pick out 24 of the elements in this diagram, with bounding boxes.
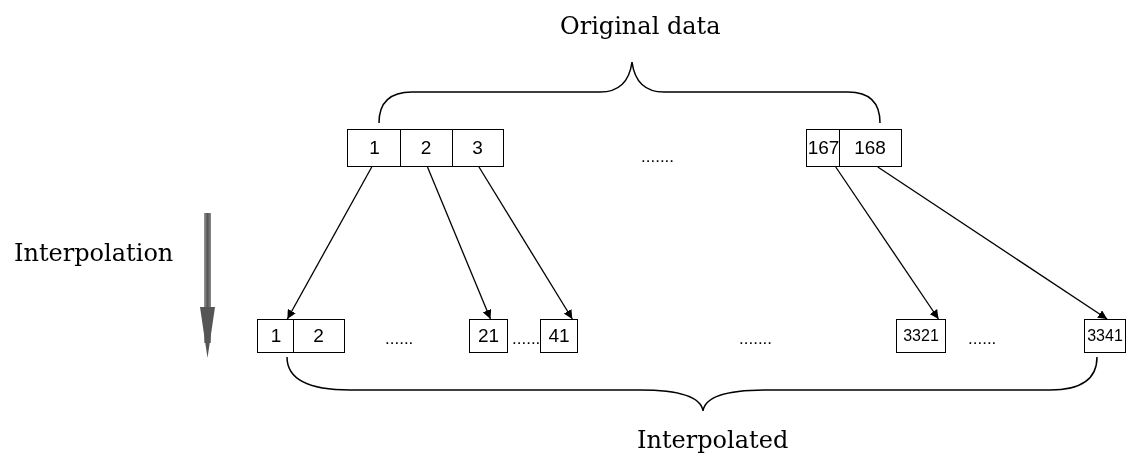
ellipsis-label: ...... xyxy=(512,330,541,347)
data-cell: 21 xyxy=(469,319,508,353)
data-cell: 1 xyxy=(347,129,402,167)
arrow xyxy=(877,166,1108,320)
caption-label: Original data xyxy=(560,14,721,38)
data-cell: 2 xyxy=(399,129,453,167)
data-cell: 168 xyxy=(838,129,902,167)
ellipsis-label: ....... xyxy=(739,330,773,347)
data-cell: 3 xyxy=(451,129,504,167)
data-cell: 3341 xyxy=(1084,319,1126,353)
data-cell: 41 xyxy=(540,319,578,353)
data-cell: 1 xyxy=(257,319,295,353)
ellipsis-label: ....... xyxy=(641,148,675,165)
arrow xyxy=(426,166,492,320)
arrow xyxy=(286,166,373,320)
caption-label: Interpolated xyxy=(637,428,789,452)
ellipsis-label: ...... xyxy=(385,330,414,347)
arrow xyxy=(478,166,573,320)
ellipsis-label: ...... xyxy=(968,330,997,347)
data-cell: 2 xyxy=(292,319,345,353)
data-cell: 167 xyxy=(806,129,841,167)
arrow xyxy=(835,166,940,320)
data-cell: 3321 xyxy=(896,319,946,353)
caption-label: Interpolation xyxy=(14,241,174,265)
